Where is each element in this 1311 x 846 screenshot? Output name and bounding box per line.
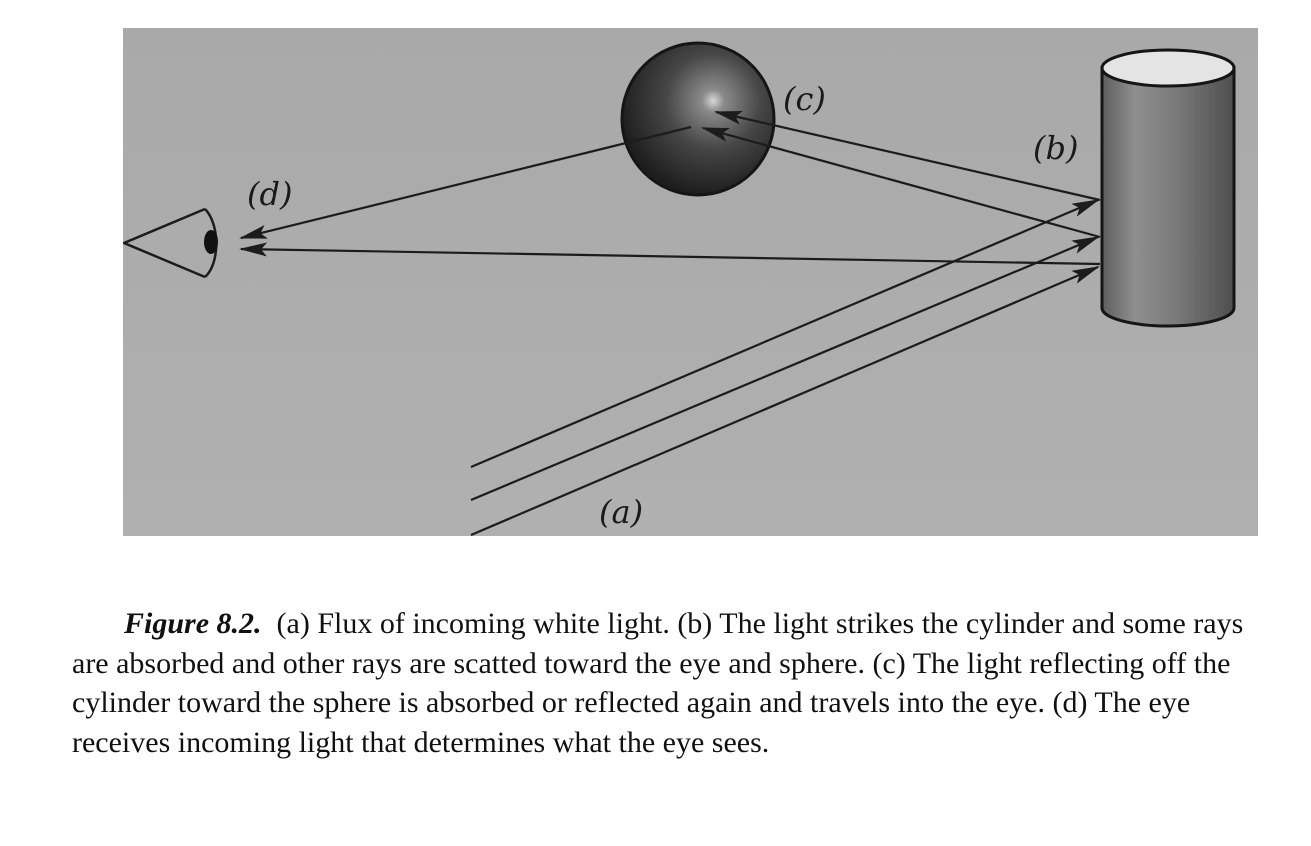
figure-diagram: (a) (b) (c) (d) [123,28,1258,536]
label-a: (a) [599,493,643,531]
label-c: (c) [783,80,826,118]
reflected-ray-to-sphere-1 [714,110,1101,202]
reflected-ray-to-sphere-2 [701,126,1101,239]
caption-text: (a) Flux of incoming white light. (b) Th… [72,607,1244,759]
caption-label: Figure 8.2. [124,607,262,640]
light-scattering-diagram: (a) (b) (c) (d) [123,28,1258,536]
label-b: (b) [1033,129,1078,167]
cylinder [1100,48,1236,328]
incoming-ray-2 [470,235,1100,502]
figure-caption: Figure 8.2. (a) Flux of incoming white l… [72,604,1252,762]
sphere [620,41,776,197]
sphere-ray-to-eye [239,125,692,240]
incoming-ray-3 [470,265,1100,536]
incoming-ray-1 [470,198,1100,469]
label-d: (d) [247,175,292,213]
eye-icon [123,207,218,279]
cylinder-ray-to-eye [239,242,1101,266]
